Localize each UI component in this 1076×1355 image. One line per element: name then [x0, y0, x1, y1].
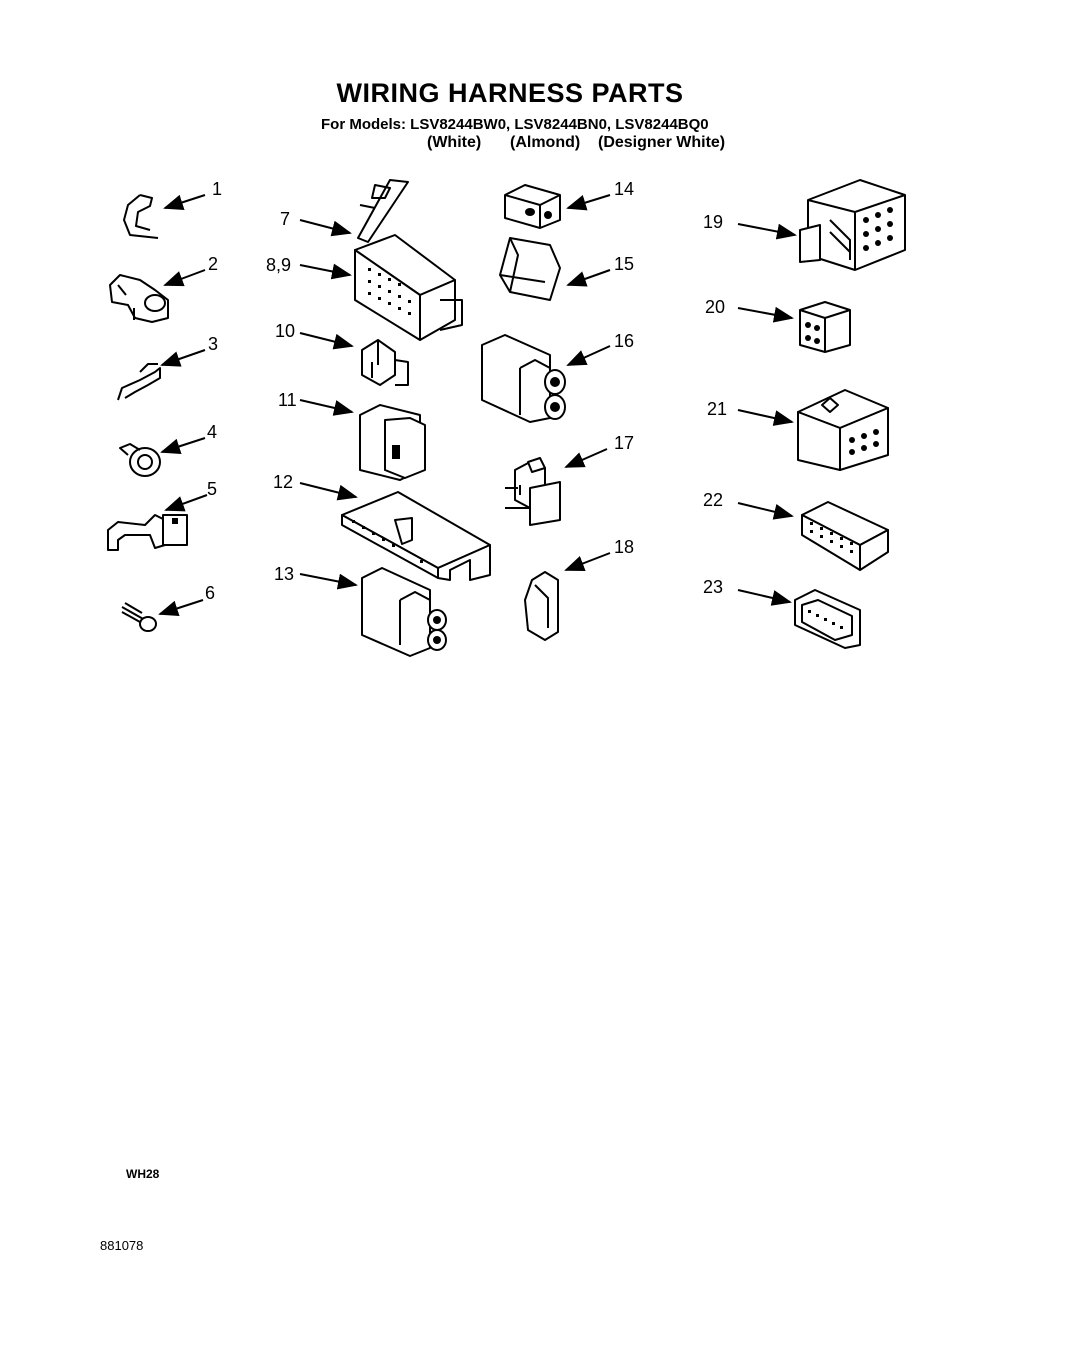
callout-arrow-5: [164, 494, 208, 512]
part-4-grommet: [119, 443, 161, 477]
callout-arrow-11: [299, 399, 354, 416]
callout-arrow-7: [299, 219, 352, 237]
part-18-clip: [524, 571, 559, 641]
callout-arrow-18: [564, 552, 611, 571]
callout-6: 6: [205, 583, 215, 603]
callout-arrow-17: [564, 448, 608, 468]
callout-arrow-12: [299, 482, 358, 501]
callout-3: 3: [208, 334, 218, 354]
part-8-9-housing: [354, 234, 463, 341]
part-1-clip: [123, 194, 159, 239]
callout-16: 16: [614, 331, 634, 351]
callout-4: 4: [207, 422, 217, 442]
part-19-large-connector: [799, 179, 906, 271]
callout-arrow-8-9: [299, 263, 352, 280]
callout-23: 23: [703, 577, 723, 597]
callout-arrow-1: [163, 194, 206, 211]
callout-1: 1: [212, 179, 222, 199]
part-23-d-connector: [794, 589, 861, 649]
callout-8-9: 8,9: [266, 255, 291, 275]
callout-17: 17: [614, 433, 634, 453]
callout-21: 21: [707, 399, 727, 419]
callout-11: 11: [278, 390, 297, 410]
callout-arrow-10: [299, 332, 354, 350]
part-7-strip: [357, 179, 409, 243]
callout-13: 13: [274, 564, 294, 584]
color-white: (White): [427, 134, 482, 151]
callout-arrow-4: [160, 437, 206, 455]
part-22-multipin-plug: [801, 501, 889, 571]
part-13-block-connector: [361, 567, 447, 657]
callout-19: 19: [703, 212, 723, 232]
part-16-block-connector: [481, 334, 566, 423]
callout-arrow-16: [566, 345, 611, 366]
callout-arrow-6: [158, 599, 204, 617]
callout-7: 7: [280, 209, 290, 229]
callout-14: 14: [614, 179, 634, 199]
footer-code: WH28: [126, 1167, 160, 1181]
callout-10: 10: [275, 321, 295, 341]
part-20-small-block: [799, 301, 851, 353]
callout-arrow-23: [737, 589, 792, 606]
part-17-pin-connector: [505, 457, 561, 526]
color-almond: (Almond): [510, 134, 581, 151]
callout-arrow-3: [160, 349, 206, 367]
part-6-screw: [121, 602, 157, 632]
callout-22: 22: [703, 490, 723, 510]
part-12-strip-connector: [341, 491, 491, 581]
callout-2: 2: [208, 254, 218, 274]
color-designer-white: (Designer White): [598, 134, 726, 151]
part-15-sleeve: [499, 237, 561, 301]
part-10-connector: [361, 339, 409, 386]
callout-arrow-15: [566, 269, 611, 287]
document-number: 881078: [100, 1238, 144, 1253]
callout-arrow-13: [299, 573, 358, 590]
callout-arrow-20: [737, 306, 794, 323]
callout-arrow-2: [163, 269, 206, 287]
callout-arrow-22: [737, 502, 794, 520]
page-title: WIRING HARNESS PARTS: [336, 78, 684, 108]
part-11-connector: [359, 404, 426, 481]
callout-arrow-14: [566, 194, 611, 211]
models-line: For Models: LSV8244BW0, LSV8244BN0, LSV8…: [321, 116, 709, 133]
part-21-cube-connector: [797, 389, 889, 471]
callout-arrow-21: [737, 409, 794, 426]
callout-12: 12: [273, 472, 293, 492]
callout-15: 15: [614, 254, 634, 274]
part-14-connector: [504, 184, 561, 229]
callout-18: 18: [614, 537, 634, 557]
part-2-clamp: [109, 274, 169, 323]
callout-5: 5: [207, 479, 217, 499]
callout-arrow-19: [737, 223, 797, 240]
part-3-bracket: [117, 363, 161, 401]
part-5-cable-clamp: [107, 514, 188, 551]
callout-20: 20: [705, 297, 725, 317]
